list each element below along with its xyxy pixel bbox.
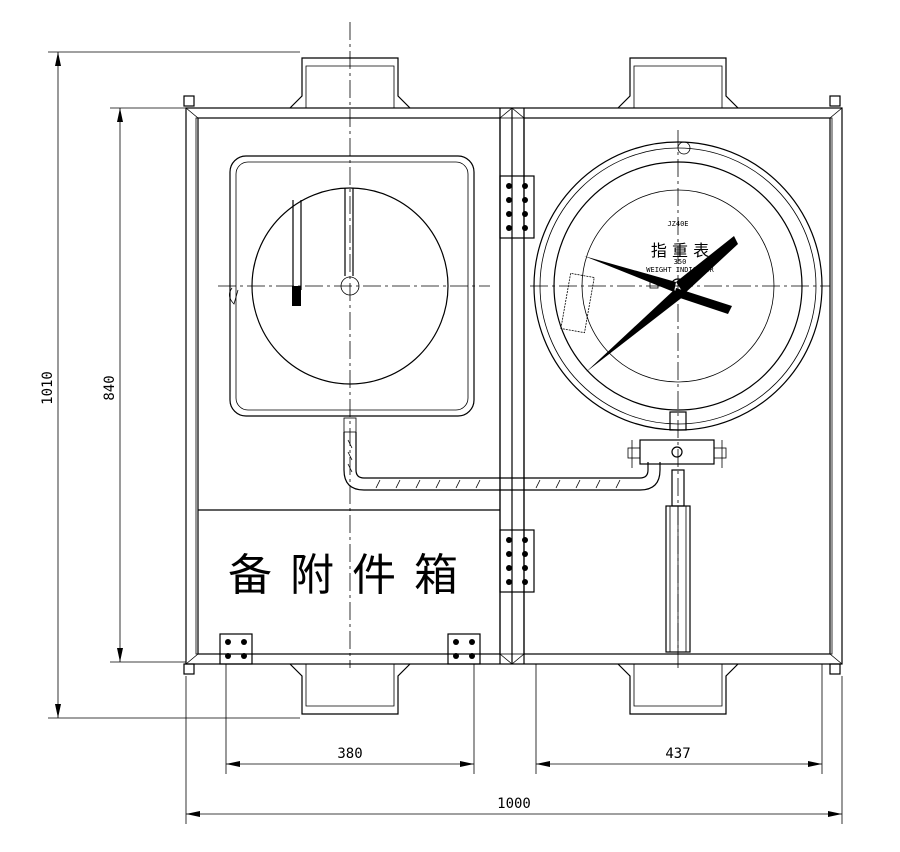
gauge-side-text bbox=[560, 272, 595, 334]
top-handles bbox=[289, 57, 739, 109]
accessory-box-label: 备附件箱 bbox=[228, 550, 476, 601]
gauge-subtitle: WEIGHT INDICATOR bbox=[646, 266, 714, 274]
gauge-model: JZ40E bbox=[667, 220, 688, 228]
dim-overall-width: 1000 bbox=[497, 796, 531, 812]
gauge-scale-number: 350 bbox=[674, 258, 687, 266]
pressure-tube bbox=[343, 417, 661, 491]
dim-overall-height: 1010 bbox=[40, 371, 56, 405]
corner-lugs bbox=[183, 95, 841, 675]
gauge-title: 指 重 表 bbox=[651, 241, 709, 260]
dim-right-width: 437 bbox=[665, 746, 690, 762]
dim-left-width: 380 bbox=[337, 746, 362, 762]
weight-indicator-gauge: JZ40E 指 重 表 350 WEIGHT INDICATOR bbox=[533, 141, 823, 653]
dimension-lines bbox=[48, 51, 843, 824]
bottom-handles bbox=[289, 663, 739, 715]
bolt-plates bbox=[219, 175, 535, 665]
dim-panel-height: 840 bbox=[102, 375, 118, 400]
